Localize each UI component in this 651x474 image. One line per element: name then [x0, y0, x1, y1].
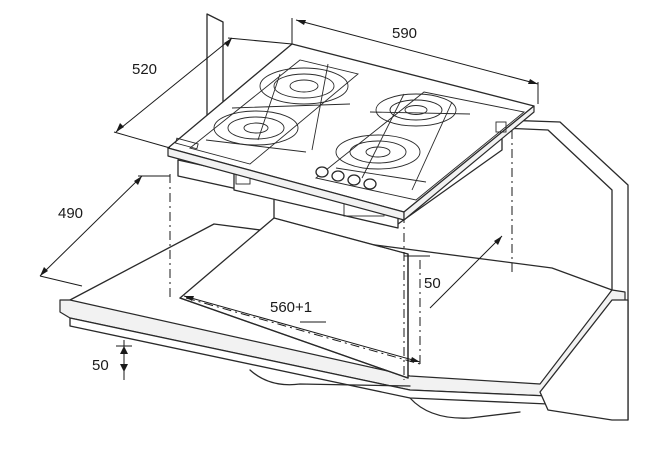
dimension-hob-width	[291, 18, 539, 104]
dimension-label-rear-clearance: 50	[424, 275, 441, 292]
burner-icon	[335, 134, 421, 170]
dimension-cutout-width	[183, 295, 421, 363]
burner-icon	[375, 93, 457, 127]
control-knob-icon	[315, 166, 377, 190]
dimension-cutout-depth	[39, 175, 170, 287]
dimension-label-cutout-width: 560+1	[270, 299, 312, 316]
dimension-label-hob-width: 590	[392, 25, 417, 42]
dimension-label-hob-depth: 520	[132, 61, 157, 78]
dimension-rear-clearance	[404, 235, 503, 309]
dimension-label-front-clearance: 50	[92, 357, 109, 374]
burner-icon	[213, 110, 299, 146]
gas-hob-icon	[167, 43, 535, 229]
worktop-cutout	[179, 195, 409, 379]
burner-icon	[259, 67, 349, 105]
dimension-label-cutout-depth: 490	[58, 205, 83, 222]
construction-lines	[169, 130, 513, 380]
dimension-front-clearance	[116, 340, 132, 380]
dimension-hob-depth	[113, 37, 293, 149]
